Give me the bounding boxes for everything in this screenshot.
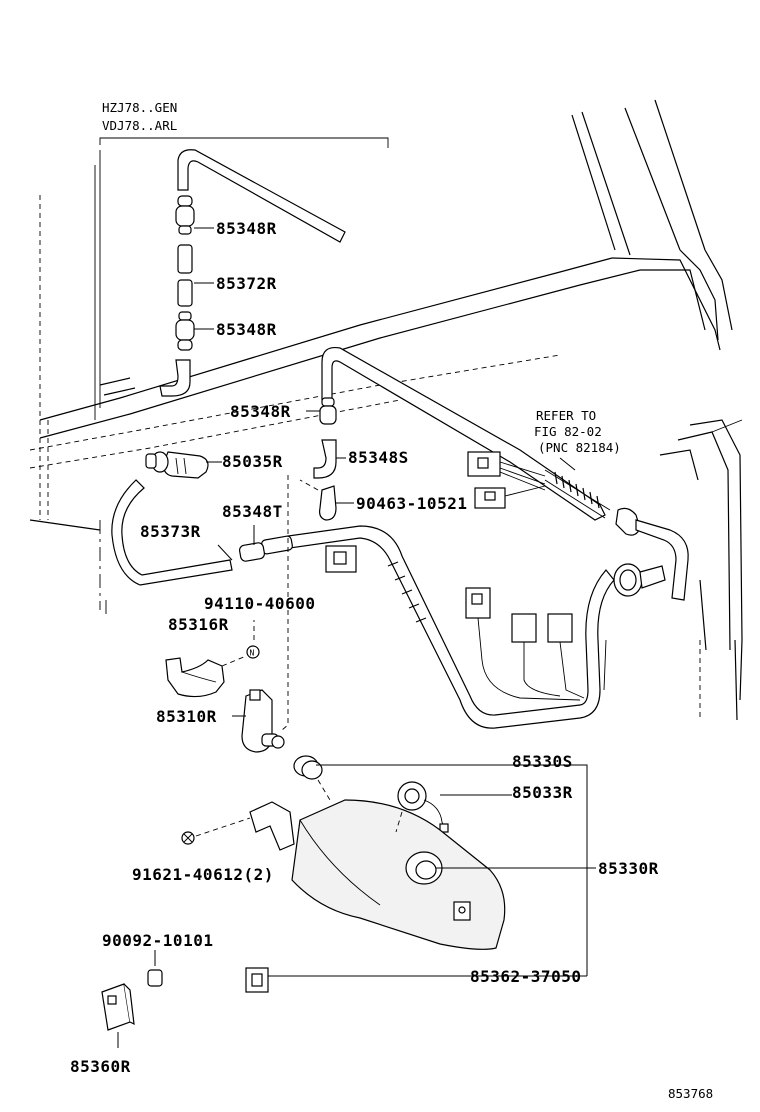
callout-85316R: 85316R — [168, 615, 229, 634]
callout-90463-10521: 90463-10521 — [356, 494, 467, 513]
callout-85310R: 85310R — [156, 707, 217, 726]
callout-85035R: 85035R — [222, 452, 283, 471]
svg-text:N: N — [250, 649, 255, 658]
dashed-guides — [195, 475, 403, 837]
leader-lines — [117, 227, 596, 1048]
callout-85348S: 85348S — [348, 448, 409, 467]
figure-id: 853768 — [668, 1086, 713, 1101]
callout-85348R-lower: 85348R — [216, 320, 277, 339]
check-valve — [145, 451, 209, 479]
harness-wrap — [554, 471, 600, 509]
model-note-bracket — [99, 137, 389, 148]
callout-90092-10101: 90092-10101 — [102, 931, 213, 950]
callout-85348R-upper: 85348R — [216, 219, 277, 238]
model-note-line-1: HZJ78..GEN — [102, 100, 177, 115]
washer-pump — [241, 689, 285, 753]
callout-94110-40600: 94110-40600 — [204, 594, 315, 613]
small-fasteners — [101, 831, 269, 1031]
long-hose — [111, 479, 233, 586]
upper-washer-hose — [159, 149, 346, 397]
callout-85033R: 85033R — [512, 783, 573, 802]
callout-85330R: 85330R — [598, 859, 659, 878]
refer-note-line-3: (PNC 82184) — [538, 440, 621, 455]
callout-85373R: 85373R — [140, 522, 201, 541]
vehicle-body-outline — [29, 99, 743, 721]
callout-85360R: 85360R — [70, 1057, 131, 1076]
reservoir-cap — [397, 781, 449, 833]
model-note-line-2: VDJ78..ARL — [102, 118, 177, 133]
callout-91621-40612: 91621-40612(2) — [132, 865, 274, 884]
main-hose-route — [238, 346, 689, 729]
callout-85348R-center: 85348R — [230, 402, 291, 421]
callout-85362-37050: 85362-37050 — [470, 967, 581, 986]
refer-note-line-2: FIG 82-02 — [534, 424, 602, 439]
bracket-clamp: N — [165, 645, 260, 698]
grommet — [293, 755, 323, 780]
washer-tank — [249, 799, 506, 950]
refer-note-line-1: REFER TO — [536, 408, 596, 423]
callout-85330S: 85330S — [512, 752, 573, 771]
callout-85348T: 85348T — [222, 502, 283, 521]
callout-85372R: 85372R — [216, 274, 277, 293]
